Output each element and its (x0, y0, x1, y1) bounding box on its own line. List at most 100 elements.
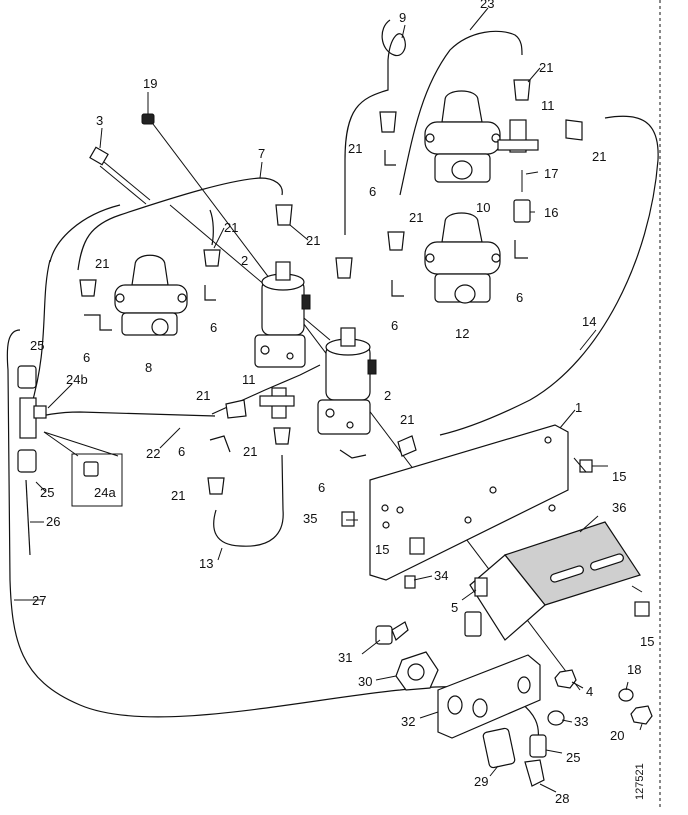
tube-9 (344, 19, 406, 235)
callout-25-b: 25 (40, 485, 54, 500)
elbow-fittings-6 (84, 150, 528, 459)
callout-21-d: 21 (348, 141, 362, 156)
nut-33 (547, 710, 565, 726)
regulator-valve-12 (424, 212, 501, 304)
fitting-25-upper (17, 365, 37, 389)
valve-31 (375, 621, 409, 645)
callout-31: 31 (338, 650, 352, 665)
callout-35: 35 (303, 511, 317, 526)
caps-21 (79, 79, 583, 495)
tube-7-left (49, 204, 121, 263)
bracket-36 (464, 521, 641, 641)
tube-24b-loop (29, 259, 51, 411)
callout-32: 32 (401, 714, 415, 729)
callout-22: 22 (146, 446, 160, 461)
tube-22 (29, 411, 216, 421)
drawing-number: 127521 (634, 763, 646, 800)
callout-17: 17 (544, 166, 558, 181)
callout-1: 1 (575, 400, 582, 415)
callout-21-k: 21 (400, 412, 414, 427)
regulator-valve-10 (424, 90, 501, 183)
callout-21-i: 21 (243, 444, 257, 459)
callout-11-lower: 11 (242, 372, 256, 387)
spacer-5 (474, 577, 488, 597)
callout-21-j: 21 (171, 488, 185, 503)
nut-30 (395, 651, 439, 691)
callout-14: 14 (582, 314, 596, 329)
callout-6-d: 6 (391, 318, 398, 333)
callout-2-upper: 2 (241, 253, 248, 268)
callout-11-upper: 11 (541, 98, 555, 113)
tube-13 (213, 454, 284, 547)
callout-8: 8 (145, 360, 152, 375)
callout-30: 30 (358, 674, 372, 689)
callout-26: 26 (46, 514, 60, 529)
callout-20: 20 (610, 728, 624, 743)
assembly-line-2 (169, 204, 331, 341)
solenoid-valve-2-lower (317, 327, 377, 435)
callout-21-e: 21 (409, 210, 423, 225)
callout-3: 3 (96, 113, 103, 128)
callout-16: 16 (544, 205, 558, 220)
callout-21-g: 21 (592, 149, 606, 164)
solenoid-valve-2-upper (254, 261, 311, 368)
bolt-19 (141, 113, 155, 125)
callout-21-b: 21 (224, 220, 238, 235)
fitting-29 (482, 727, 516, 769)
callout-24b: 24b (66, 372, 88, 387)
callout-6-e: 6 (516, 290, 523, 305)
nut-4 (554, 669, 577, 689)
callout-29: 29 (474, 774, 488, 789)
fitting-16 (513, 170, 531, 223)
callout-6-a: 6 (83, 350, 90, 365)
callout-10: 10 (476, 200, 490, 215)
tube-7 (77, 177, 283, 271)
screw-35 (341, 511, 355, 527)
tube-23 (399, 30, 523, 196)
spacer-34 (404, 575, 416, 589)
washer-18 (618, 688, 634, 702)
callout-28: 28 (555, 791, 569, 806)
tube-7-branch (209, 209, 214, 246)
callout-36: 36 (612, 500, 626, 515)
regulator-valve-8 (114, 254, 188, 336)
inset-box-24a (43, 431, 123, 507)
callout-4: 4 (586, 684, 593, 699)
fitting-25-lower (17, 449, 37, 473)
callout-6-f: 6 (178, 444, 185, 459)
callout-15-a: 15 (612, 469, 626, 484)
callout-21-a: 21 (95, 256, 109, 271)
tee-24b (19, 397, 47, 439)
callout-18: 18 (627, 662, 641, 677)
callout-34: 34 (434, 568, 448, 583)
leader-lines (14, 7, 643, 793)
callout-6-b: 6 (210, 320, 217, 335)
callout-6-g: 6 (318, 480, 325, 495)
callout-15-b: 15 (375, 542, 389, 557)
callout-33: 33 (574, 714, 588, 729)
callout-labels: 1 2 2 3 4 5 6 6 6 6 6 6 6 6 7 8 9 10 11 … (30, 0, 654, 806)
tee-fittings-11 (259, 119, 539, 419)
callout-21-h: 21 (196, 388, 210, 403)
callout-27: 27 (32, 593, 46, 608)
tube-14 (439, 115, 659, 436)
callout-12: 12 (455, 326, 469, 341)
callout-19: 19 (143, 76, 157, 91)
fitting-25-bottom (529, 734, 547, 758)
callout-6-c: 6 (369, 184, 376, 199)
callout-21-c: 21 (306, 233, 320, 248)
nut-20 (630, 705, 653, 725)
callout-21-f: 21 (539, 60, 553, 75)
callout-15-c: 15 (640, 634, 654, 649)
callout-24a: 24a (94, 485, 116, 500)
elbow-28 (524, 759, 545, 787)
callout-25-c: 25 (566, 750, 580, 765)
plate-32 (437, 654, 541, 739)
callout-2-lower: 2 (384, 388, 391, 403)
bolt-3 (89, 146, 151, 205)
tube-26 (25, 479, 31, 556)
callout-5: 5 (451, 600, 458, 615)
callout-7: 7 (258, 146, 265, 161)
